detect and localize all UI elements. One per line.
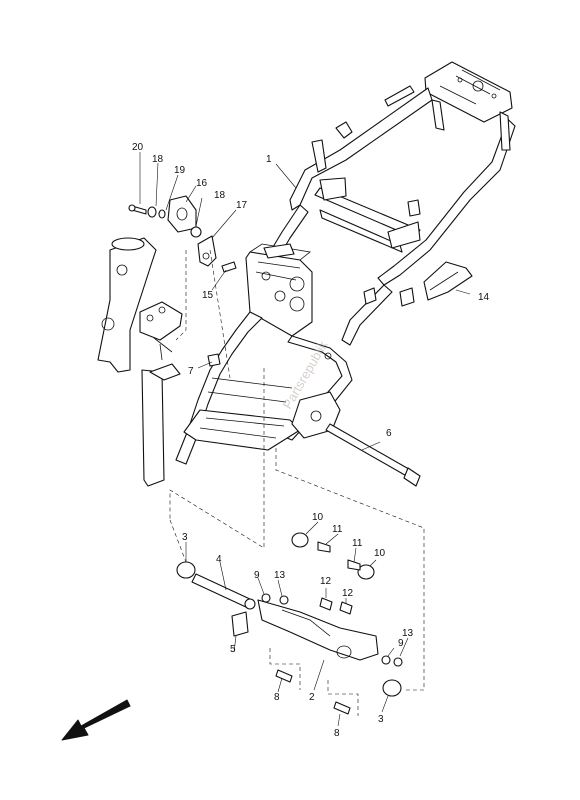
steering-head (97, 237, 183, 487)
callout-11: 11 (332, 524, 343, 535)
callout-11: 11 (352, 538, 363, 549)
callout-17: 17 (236, 200, 248, 211)
callout-10: 10 (312, 512, 324, 523)
callout-6: 6 (386, 428, 392, 439)
callout-3: 3 (182, 532, 188, 543)
callout-18: 18 (152, 154, 164, 165)
part-14-bracket (423, 261, 473, 301)
callout-15: 15 (202, 290, 214, 301)
callout-18: 18 (214, 190, 226, 201)
callout-8: 8 (274, 692, 280, 703)
callout-4: 4 (216, 554, 222, 565)
callout-7: 7 (188, 366, 194, 377)
small-parts-15-20 (128, 195, 237, 367)
callout-9: 9 (254, 570, 260, 581)
callout-3: 3 (378, 714, 384, 725)
callout-12: 12 (320, 576, 332, 587)
callout-10: 10 (374, 548, 386, 559)
leader-lines (139, 152, 471, 727)
callout-12: 12 (342, 588, 354, 599)
callout-13: 13 (402, 628, 414, 639)
front-direction-arrow-icon (61, 699, 131, 741)
callout-20: 20 (132, 142, 144, 153)
callout-9: 9 (398, 638, 404, 649)
callout-2: 2 (309, 692, 315, 703)
callout-labels: 1 2 3 3 4 5 6 7 8 8 9 9 10 10 11 11 12 1… (132, 142, 490, 739)
part-6-engine-bolt (325, 423, 421, 487)
callout-13: 13 (274, 570, 286, 581)
callout-5: 5 (230, 644, 236, 655)
engine-hanger-assembly (176, 532, 403, 715)
callout-14: 14 (478, 292, 490, 303)
callout-19: 19 (174, 165, 186, 176)
callout-1: 1 (266, 154, 272, 165)
main-frame (175, 61, 516, 465)
dashed-guide-lines (169, 249, 425, 716)
callout-8: 8 (334, 728, 340, 739)
callout-16: 16 (196, 178, 208, 189)
